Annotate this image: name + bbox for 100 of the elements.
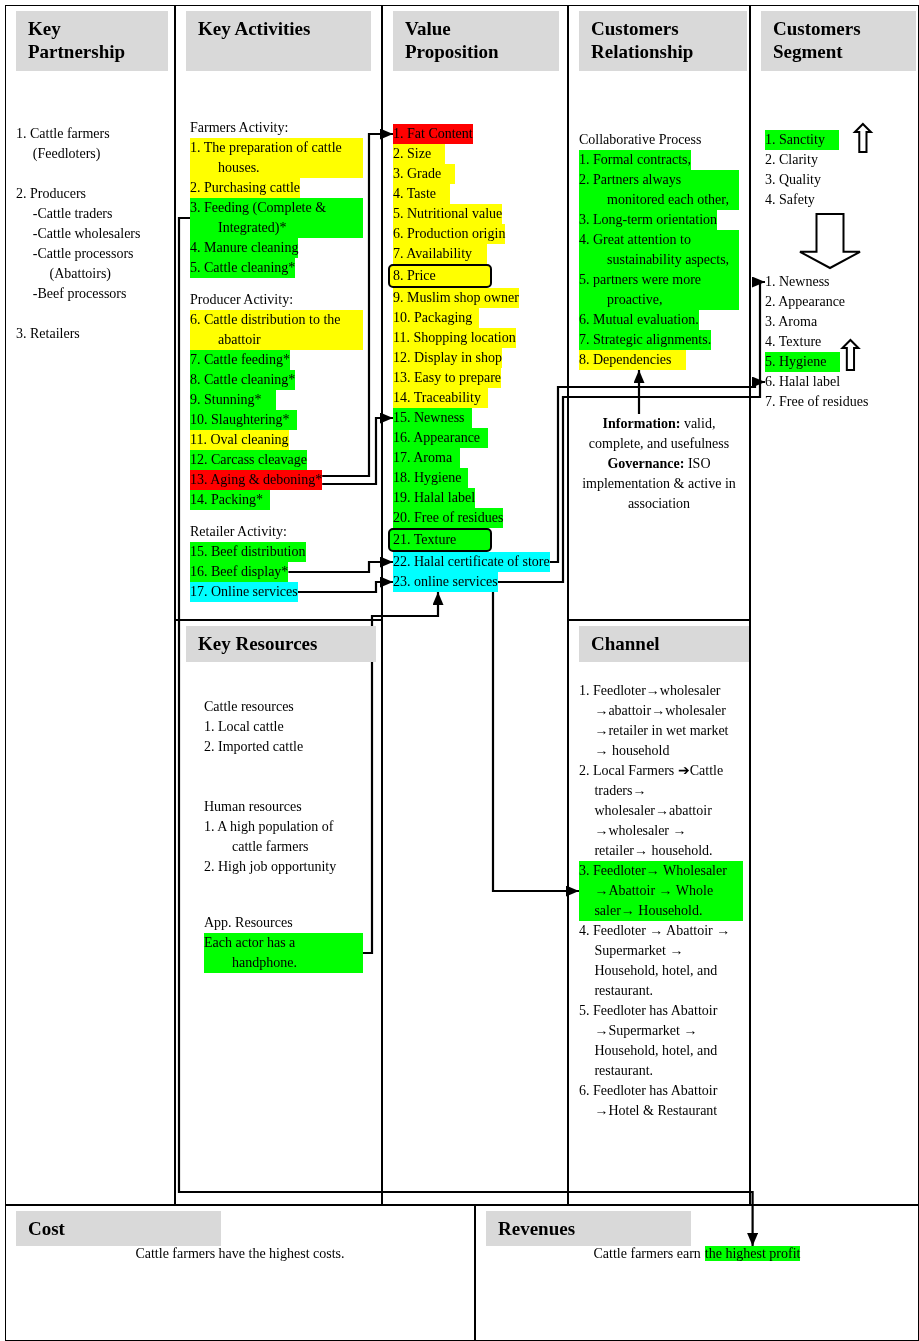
arrow [322,412,393,486]
canvas-section [175,5,382,620]
list-item: 3. Quality [765,170,835,190]
canvas-section [5,1205,475,1341]
list-item: 2. Purchasing cattle [190,178,301,198]
list-text: -Cattle traders [32,205,113,223]
list-item: 14. Traceability [393,388,489,408]
list-item: 17. Online services [190,582,298,602]
list-item: 2. Clarity [765,150,832,170]
list-text: 1. Local cattle [204,718,284,736]
list-item: 16. Beef display* [190,562,289,582]
arrow [288,556,393,574]
subheading: Farmers Activity: [190,119,290,137]
list-item: 6. Production origin [393,224,506,244]
list-item: 1. Feedloter→wholesaler →abattoir→wholesaler →retailer in wet market → household [579,681,743,761]
list-item: 12. Display in shop [393,348,502,368]
arrow [322,128,393,478]
list-item: 6. Halal label [765,372,841,392]
list-item: 7. Availability [393,244,487,264]
list-item: 11. Shopping location [393,328,516,348]
list-item: 13. Easy to prepare [393,368,502,388]
list-item: 11. Oval cleaning [190,430,289,450]
list-item: 3. Long-term orientation [579,210,718,230]
list-item: 8. Price [388,264,492,288]
list-item: 19. Halal label [393,488,476,508]
list-item: 5. Feedloter has Abattoir →Supermarket → Household, hotel, and restaurant. [579,1001,743,1081]
list-text: -Cattle processors (Abattoirs) [32,245,135,283]
list-text: 2. Producers [16,185,87,203]
section-heading: Revenues [486,1211,691,1246]
arrow [549,376,765,564]
list-item: 3. Aroma [765,312,832,332]
subheading: Collaborative Process [579,131,703,149]
list-item: 5. Hygiene [765,352,841,372]
list-item: 7. Free of residues [765,392,869,412]
list-item: 5. partners were more proactive, [579,270,739,310]
list-item: 3. Feedloter→ Wholesaler →Abattoir → Whole saler→ Household. [579,861,743,921]
section-heading: Value Proposition [393,11,559,71]
subheading: Cattle resources [204,698,295,716]
list-item: 7. Strategic alignments. [579,330,712,350]
list-item: 10. Packaging [393,308,480,328]
note-text: Information: valid, complete, and usefulness Governance: ISO implementation & active in association [579,414,739,514]
list-text: 1. Cattle farmers (Feedloters) [16,125,111,163]
list-item: 13. Aging & deboning* [190,470,323,490]
list-item: 14. Packing* [190,490,271,510]
list-item: 16. Appearance [393,428,488,448]
list-item: 6. Feedloter has Abattoir →Hotel & Restaurant [579,1081,743,1121]
arrow [497,276,766,584]
list-item: the highest profit [704,1246,801,1261]
subheading: Producer Activity: [190,291,295,309]
list-item: 2. Appearance [765,292,860,312]
arrow [633,370,645,414]
list-item: 1. Fat Content [393,124,473,144]
list-item: 15. Beef distribution [190,542,306,562]
list-text: -Cattle wholesalers [32,225,141,243]
list-item: 15. Newness [393,408,472,428]
list-item: 18. Hygiene [393,468,469,488]
list-item: 4. Texture [765,332,836,352]
list-text: 2. Imported cattle [204,738,304,756]
canvas-section [5,5,175,1205]
list-item: 3. Feeding (Complete & Integrated)* [190,198,363,238]
list-item: 5. Nutritional value [393,204,503,224]
list-item: 1. Formal contracts, [579,150,691,170]
list-item: 22. Halal certificate of store [393,552,550,572]
canvas-section [475,1205,919,1341]
section-heading: Customers Segment [761,11,916,71]
canvas-section [568,620,750,1205]
list-item: 1. Sanctity [765,130,839,150]
canvas-section [382,5,568,1205]
list-item: 1. Newness [765,272,844,292]
arrow [363,592,444,955]
list-text: -Beef processors [32,285,127,303]
list-item: 1. The preparation of cattle houses. [190,138,363,178]
canvas-section [750,5,919,1205]
canvas-section [175,620,382,1205]
list-item: 7. Cattle feeding* [190,350,290,370]
list-item: 5. Cattle cleaning* [190,258,296,278]
canvas-section [568,5,750,620]
list-item: 21. Texture [388,528,492,552]
list-item: 20. Free of residues [393,508,504,528]
list-item: 9. Stunning* [190,390,276,410]
list-item: Each actor has a handphone. [204,933,363,973]
section-heading: Customers Relationship [579,11,747,71]
subheading: Retailer Activity: [190,523,288,541]
list-item: 6. Mutual evaluation. [579,310,699,330]
section-heading: Cost [16,1211,221,1246]
list-item: 4. Taste [393,184,451,204]
section-heading: Channel [579,626,749,662]
list-item: 4. Safety [765,190,829,210]
list-item: 4. Great attention to sustainability aspects, [579,230,739,270]
arrow [297,576,393,594]
arrow [177,216,759,1246]
list-item: 2. Partners always monitored each other, [579,170,739,210]
list-item: 10. Slaughtering* [190,410,297,430]
list-item: 4. Feedloter → Abattoir → Supermarket → Household, hotel, and restaurant. [579,921,743,1001]
subheading: Human resources [204,798,303,816]
section-heading: Key Resources [186,626,376,662]
list-item: 6. Cattle distribution to the abattoir [190,310,363,350]
list-item: 8. Cattle cleaning* [190,370,296,390]
body-text: Cattle farmers earn [593,1246,701,1261]
list-text: 1. A high population of cattle farmers [204,818,335,856]
